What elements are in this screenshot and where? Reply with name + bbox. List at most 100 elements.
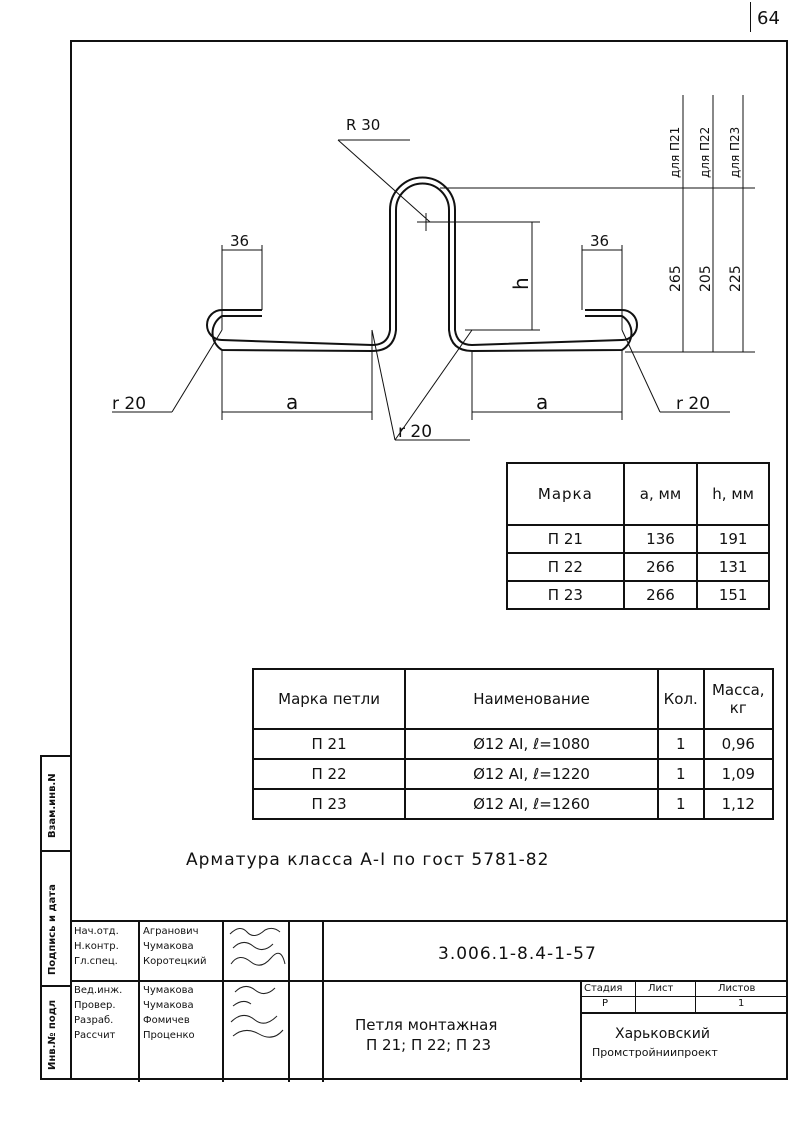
tb-rule — [580, 996, 788, 997]
table-row: П 22 Ø12 AI, ℓ=1220 1 1,09 — [251, 758, 775, 790]
table-row: П 21 Ø12 AI, ℓ=1080 1 0,96 — [251, 728, 775, 760]
person-name: Чумакова — [143, 941, 194, 952]
cell-a: 266 — [622, 552, 699, 582]
cell-qty: 1 — [656, 758, 705, 790]
cell-name: Ø12 AI, ℓ=1260 — [404, 788, 659, 820]
side-label-signature: Подпись и дата — [47, 884, 58, 975]
cell-qty: 1 — [656, 728, 705, 760]
cell-mark: П 22 — [506, 552, 625, 582]
table-row: П 23 Ø12 AI, ℓ=1260 1 1,12 — [251, 788, 775, 820]
col-qty: Кол. — [656, 668, 705, 730]
spec-table: Марка петли Наименование Кол. Масса, кг … — [251, 668, 775, 820]
hook-right-label: 36 — [590, 232, 610, 250]
radius-top-label: R 30 — [346, 116, 381, 134]
cell-h: 151 — [696, 580, 770, 610]
dim-a-left-label: a — [286, 390, 299, 414]
page-number-rule — [750, 2, 751, 32]
dimensions-table-header: Марка a, мм h, мм — [506, 462, 770, 526]
role: Провер. — [74, 1000, 116, 1011]
height-p22: 205 — [698, 265, 714, 292]
height-p23: 225 — [728, 265, 744, 292]
cell-name: Ø12 AI, ℓ=1220 — [404, 758, 659, 790]
role: Нач.отд. — [74, 926, 119, 937]
stage-label: Стадия — [584, 983, 623, 994]
cell-h: 191 — [696, 524, 770, 554]
signatures — [229, 927, 286, 1038]
spec-table-header: Марка петли Наименование Кол. Масса, кг — [251, 668, 775, 730]
col-a: a, мм — [622, 462, 699, 526]
drawing-frame — [70, 40, 788, 1080]
tb-rule — [288, 922, 290, 1082]
sheets-label: Листов — [718, 983, 756, 994]
tb-rule — [222, 922, 224, 1082]
tb-rule — [322, 922, 324, 1082]
person-name: Коротецкий — [143, 956, 207, 967]
dimensions-table: Марка a, мм h, мм П 21 136 191 П 22 266 … — [506, 462, 770, 610]
bend-middle-label: r 20 — [398, 422, 433, 442]
tb-rule — [580, 980, 582, 1082]
loop-drawing — [112, 95, 755, 441]
cell-loop-mark: П 23 — [251, 788, 407, 820]
side-divider — [40, 850, 70, 852]
role: Гл.спец. — [74, 956, 118, 967]
height-label-p22: для П22 — [698, 126, 712, 178]
dim-h-label: h — [509, 277, 533, 290]
stage-value: Р — [602, 998, 609, 1009]
drawing-title-line1: Петля монтажная — [355, 1016, 498, 1034]
side-label-inventory: Инв.№ подл — [47, 999, 58, 1070]
drawing-title-line2: П 21; П 22; П 23 — [366, 1036, 492, 1054]
org-line1: Харьковский — [615, 1026, 710, 1042]
col-loop-mark: Марка петли — [251, 668, 407, 730]
height-p21: 265 — [668, 265, 684, 292]
dim-a-right-label: a — [536, 390, 549, 414]
title-block: Нач.отд. Н.контр. Гл.спец. Вед.инж. Пров… — [70, 920, 788, 1082]
table-row: П 22 266 131 — [506, 552, 770, 582]
role: Вед.инж. — [74, 985, 123, 996]
org-line2: Промстройниипроект — [592, 1046, 718, 1059]
tb-rule — [70, 980, 788, 982]
table-row: П 21 136 191 — [506, 524, 770, 554]
col-name: Наименование — [404, 668, 659, 730]
cell-mass: 1,09 — [702, 758, 775, 790]
cell-loop-mark: П 22 — [251, 758, 407, 790]
person-name: Агранович — [143, 926, 199, 937]
person-name: Проценко — [143, 1030, 195, 1041]
cell-mark: П 23 — [506, 580, 625, 610]
col-mark: Марка — [506, 462, 625, 526]
tb-rule — [580, 1012, 788, 1014]
role: Рассчит — [74, 1030, 116, 1041]
side-label-replace: Взам.инв.N — [47, 773, 58, 838]
col-h: h, мм — [696, 462, 770, 526]
cell-mark: П 21 — [506, 524, 625, 554]
tb-rule — [138, 922, 140, 1082]
cell-a: 136 — [622, 524, 699, 554]
tb-rule — [635, 980, 636, 1012]
cell-loop-mark: П 21 — [251, 728, 407, 760]
bend-right-label: r 20 — [676, 394, 711, 414]
table-row: П 23 266 151 — [506, 580, 770, 610]
person-name: Чумакова — [143, 1000, 194, 1011]
reinforcement-note: Арматура класса А-I по гост 5781-82 — [186, 850, 550, 870]
sheets-value: 1 — [738, 998, 745, 1009]
cell-mass: 1,12 — [702, 788, 775, 820]
role: Разраб. — [74, 1015, 114, 1026]
col-mass: Масса, кг — [702, 668, 775, 730]
drawing-code: 3.006.1-8.4-1-57 — [438, 944, 597, 964]
bend-left-label: r 20 — [112, 394, 147, 414]
side-strip — [40, 755, 70, 1080]
cell-qty: 1 — [656, 788, 705, 820]
role: Н.контр. — [74, 941, 119, 952]
tb-rule — [695, 980, 696, 1012]
hook-left-label: 36 — [230, 232, 250, 250]
height-label-p23: для П23 — [728, 126, 742, 178]
height-label-p21: для П21 — [668, 126, 682, 178]
cell-a: 266 — [622, 580, 699, 610]
cell-mass: 0,96 — [702, 728, 775, 760]
person-name: Чумакова — [143, 985, 194, 996]
side-divider — [40, 985, 70, 987]
page-number: 64 — [757, 8, 780, 29]
cell-h: 131 — [696, 552, 770, 582]
cell-name: Ø12 AI, ℓ=1080 — [404, 728, 659, 760]
person-name: Фомичев — [143, 1015, 190, 1026]
sheet-label: Лист — [648, 983, 674, 994]
